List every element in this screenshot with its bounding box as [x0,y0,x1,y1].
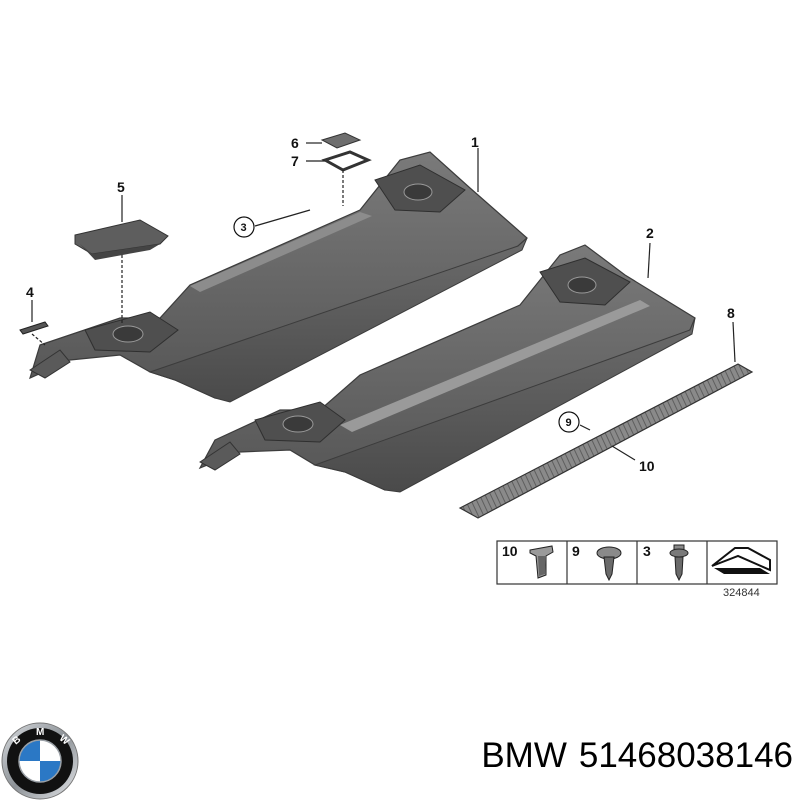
expanding-rivet-icon [669,544,689,582]
parcel-shelf-1 [29,151,528,403]
callout-9: 9 [566,417,572,429]
legend-item-3: 3 [643,543,689,582]
callout-10: 10 [639,458,655,474]
legend-number-10: 10 [502,543,518,559]
push-rivet-icon [596,546,622,582]
trim-strip-8 [458,363,754,519]
legend-item-dimension [711,547,771,574]
callout-9-circled: 9 [558,411,580,433]
parcel-shelf-2 [198,244,696,493]
diagram-number: 324844 [723,587,760,599]
clip-part-4 [19,321,49,335]
legend-item-9: 9 [572,543,622,582]
cover-part-5 [74,219,169,260]
brand-name: BMW [481,736,567,775]
callout-3-circled: 3 [233,216,255,238]
callout-3: 3 [241,222,247,234]
callout-1: 1 [471,134,479,150]
legend-number-3: 3 [643,543,651,559]
part-number: 51468038146 [578,736,793,775]
brand-part-number-line: BMW 51468038146 [408,736,793,776]
clip-nut-icon [529,545,554,579]
callout-6: 6 [291,135,299,151]
svg-text:M: M [36,727,44,738]
callout-7: 7 [291,153,299,169]
callout-5: 5 [117,179,125,195]
frame-part-7 [321,150,372,172]
cap-part-6 [320,132,362,149]
legend-item-10: 10 [502,543,554,579]
dimension-arrow-icon [711,547,771,574]
legend-number-9: 9 [572,543,580,559]
callout-2: 2 [646,225,654,241]
callout-8: 8 [727,305,735,321]
fastener-legend: 10 9 3 [496,540,778,585]
bmw-logo: B M W [1,722,79,800]
callout-4: 4 [26,284,34,300]
